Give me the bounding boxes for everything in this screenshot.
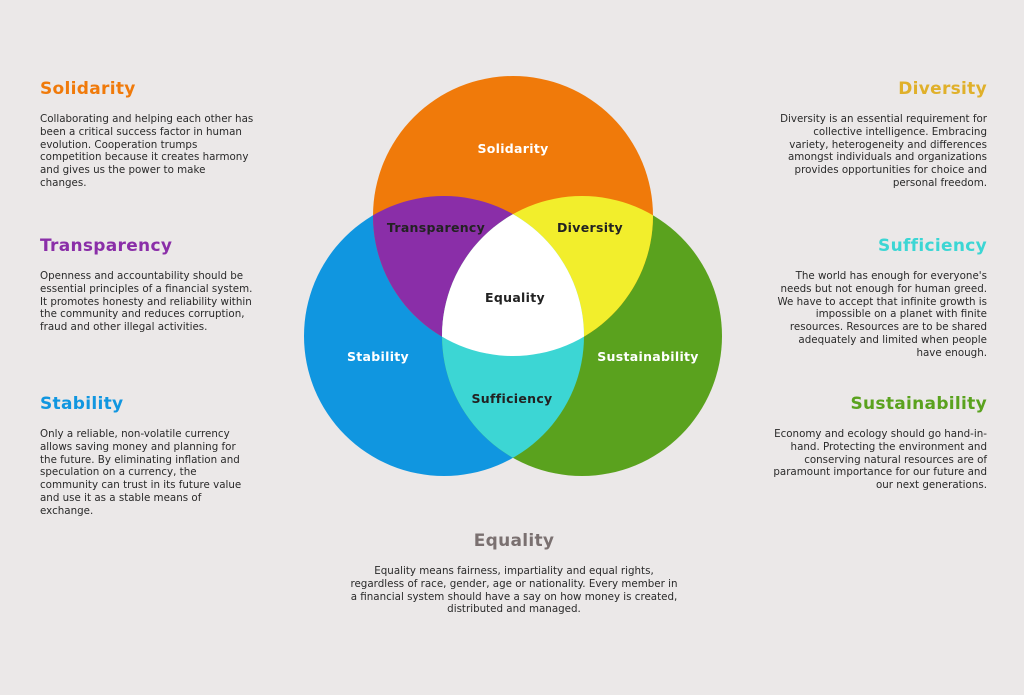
- label-solidarity: Solidarity: [477, 141, 548, 156]
- sustainability-description: Economy and ecology should go hand-in-ha…: [773, 428, 987, 492]
- solidarity-heading: Solidarity: [40, 79, 136, 99]
- label-stability: Stability: [347, 349, 409, 364]
- sustainability-heading: Sustainability: [850, 394, 987, 414]
- diversity-section: Diversity Diversity is an essential requ…: [772, 79, 987, 190]
- sufficiency-heading: Sufficiency: [878, 236, 987, 256]
- equality-section: Equality Equality means fairness, impart…: [350, 531, 678, 616]
- label-sufficiency: Sufficiency: [472, 391, 553, 406]
- sufficiency-section: Sufficiency The world has enough for eve…: [772, 236, 987, 360]
- equality-description: Equality means fairness, impartiality an…: [350, 565, 678, 616]
- equality-heading: Equality: [473, 531, 555, 551]
- transparency-section: Transparency Openness and accountability…: [40, 236, 255, 334]
- transparency-heading: Transparency: [40, 236, 173, 256]
- diversity-description: Diversity is an essential requirement fo…: [780, 113, 987, 189]
- label-transparency: Transparency: [387, 220, 485, 235]
- solidarity-section: Solidarity Collaborating and helping eac…: [40, 79, 255, 190]
- label-diversity: Diversity: [557, 220, 623, 235]
- stability-section: Stability Only a reliable, non-volatile …: [40, 394, 255, 518]
- sustainability-section: Sustainability Economy and ecology shoul…: [772, 394, 987, 492]
- solidarity-description: Collaborating and helping each other has…: [40, 113, 254, 189]
- sufficiency-description: The world has enough for everyone's need…: [777, 270, 987, 359]
- region-equality: [442, 196, 584, 356]
- diversity-heading: Diversity: [898, 79, 987, 99]
- transparency-description: Openness and accountability should be es…: [40, 270, 253, 334]
- stability-heading: Stability: [40, 394, 124, 414]
- label-sustainability: Sustainability: [597, 349, 699, 364]
- stability-description: Only a reliable, non-volatile currency a…: [40, 428, 242, 517]
- label-equality: Equality: [485, 290, 545, 305]
